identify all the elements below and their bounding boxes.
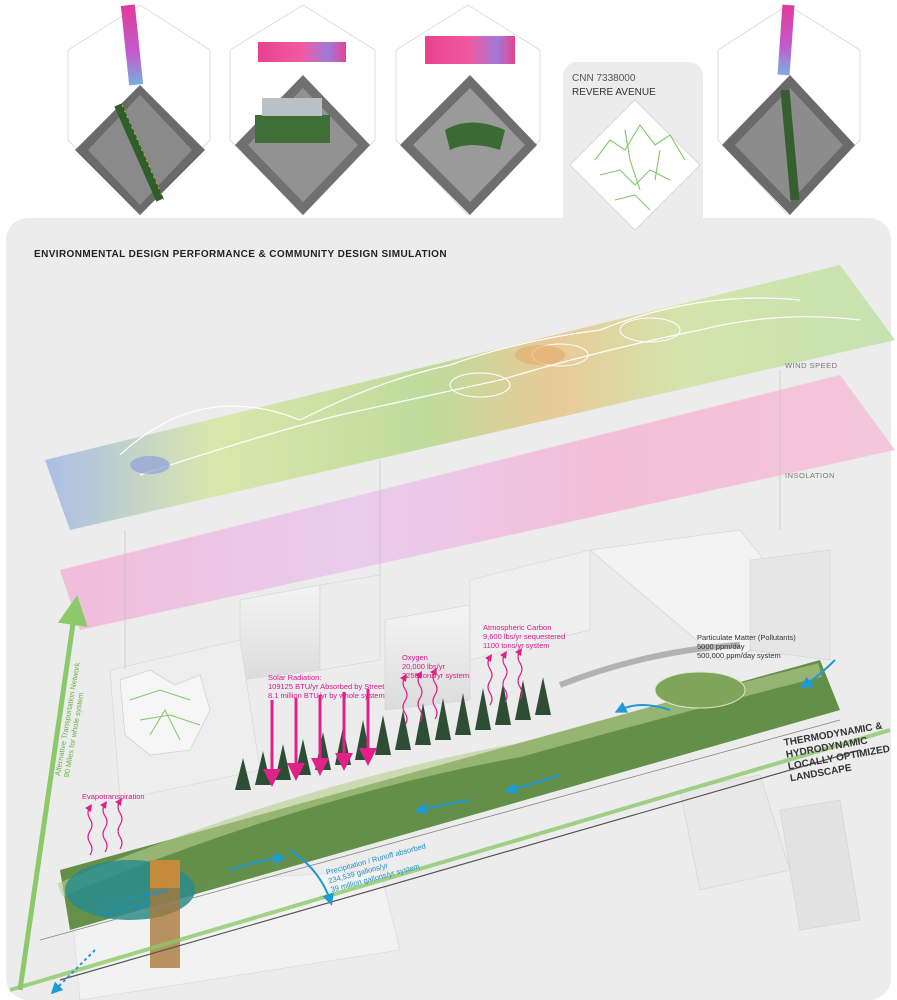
wind-speed-label: WIND SPEED <box>785 361 838 370</box>
oxygen-annotation: Oxygen 20,000 lbs/yr 2250 tons/yr system <box>402 653 469 680</box>
oxygen-line-2: 20,000 lbs/yr <box>402 662 445 671</box>
particulate-line-1: Particulate Matter (Pollutants) <box>697 633 796 642</box>
thumbnail-3 <box>395 4 541 216</box>
guide-lines <box>124 370 781 670</box>
carbon-line-1: Atmospheric Carbon <box>483 623 552 632</box>
water-flow-arrows <box>50 659 836 995</box>
thumbnail-1 <box>67 4 211 216</box>
solar-annotation: Solar Radiation: 109125 BTU/yr Absorbed … <box>268 673 385 700</box>
transport-network-map <box>119 669 211 756</box>
carbon-line-3: 1100 tons/yr system <box>483 641 550 650</box>
cnn-label: CNN 7338000 <box>572 73 636 84</box>
evapotranspiration-label: Evapotranspiration <box>82 792 145 801</box>
analysis-diagram <box>9 265 895 1000</box>
solar-line-3: 8.1 million BTU/yr by whole system <box>268 691 385 700</box>
solar-line-1: Solar Radiation: <box>268 673 322 682</box>
page-title: ENVIRONMENTAL DESIGN PERFORMANCE & COMMU… <box>34 249 447 260</box>
oxygen-line-3: 2250 tons/yr system <box>402 671 470 680</box>
particulate-line-2: 5000 ppm/day <box>697 642 745 651</box>
particulate-arrow-icon <box>558 642 741 688</box>
particulate-line-3: 500,000 ppm/day system <box>697 651 781 660</box>
solar-radiation-arrows <box>263 689 377 787</box>
thumbnail-4 <box>717 4 861 216</box>
carbon-line-2: 9,600 lbs/yr sequestered <box>483 632 566 641</box>
heat-wave-arrows <box>85 648 523 856</box>
wind-speed-layer <box>45 265 895 530</box>
transport-route-line <box>9 728 891 992</box>
citywide-network-map <box>569 99 701 230</box>
insolation-layer <box>60 375 895 630</box>
carbon-annotation: Atmospheric Carbon 9,600 lbs/yr sequeste… <box>483 623 565 650</box>
street-name: REVERE AVENUE <box>572 87 656 98</box>
solar-line-2: 109125 BTU/yr Absorbed by Street <box>268 682 385 691</box>
aerial-thumbnails <box>67 4 861 230</box>
insolation-label: INSOLATION <box>785 471 835 480</box>
particulate-annotation: Particulate Matter (Pollutants) 5000 ppm… <box>697 633 796 660</box>
oxygen-line-1: Oxygen <box>402 653 428 662</box>
transport-arrow-icon <box>17 595 88 991</box>
thumbnail-2 <box>229 4 376 216</box>
